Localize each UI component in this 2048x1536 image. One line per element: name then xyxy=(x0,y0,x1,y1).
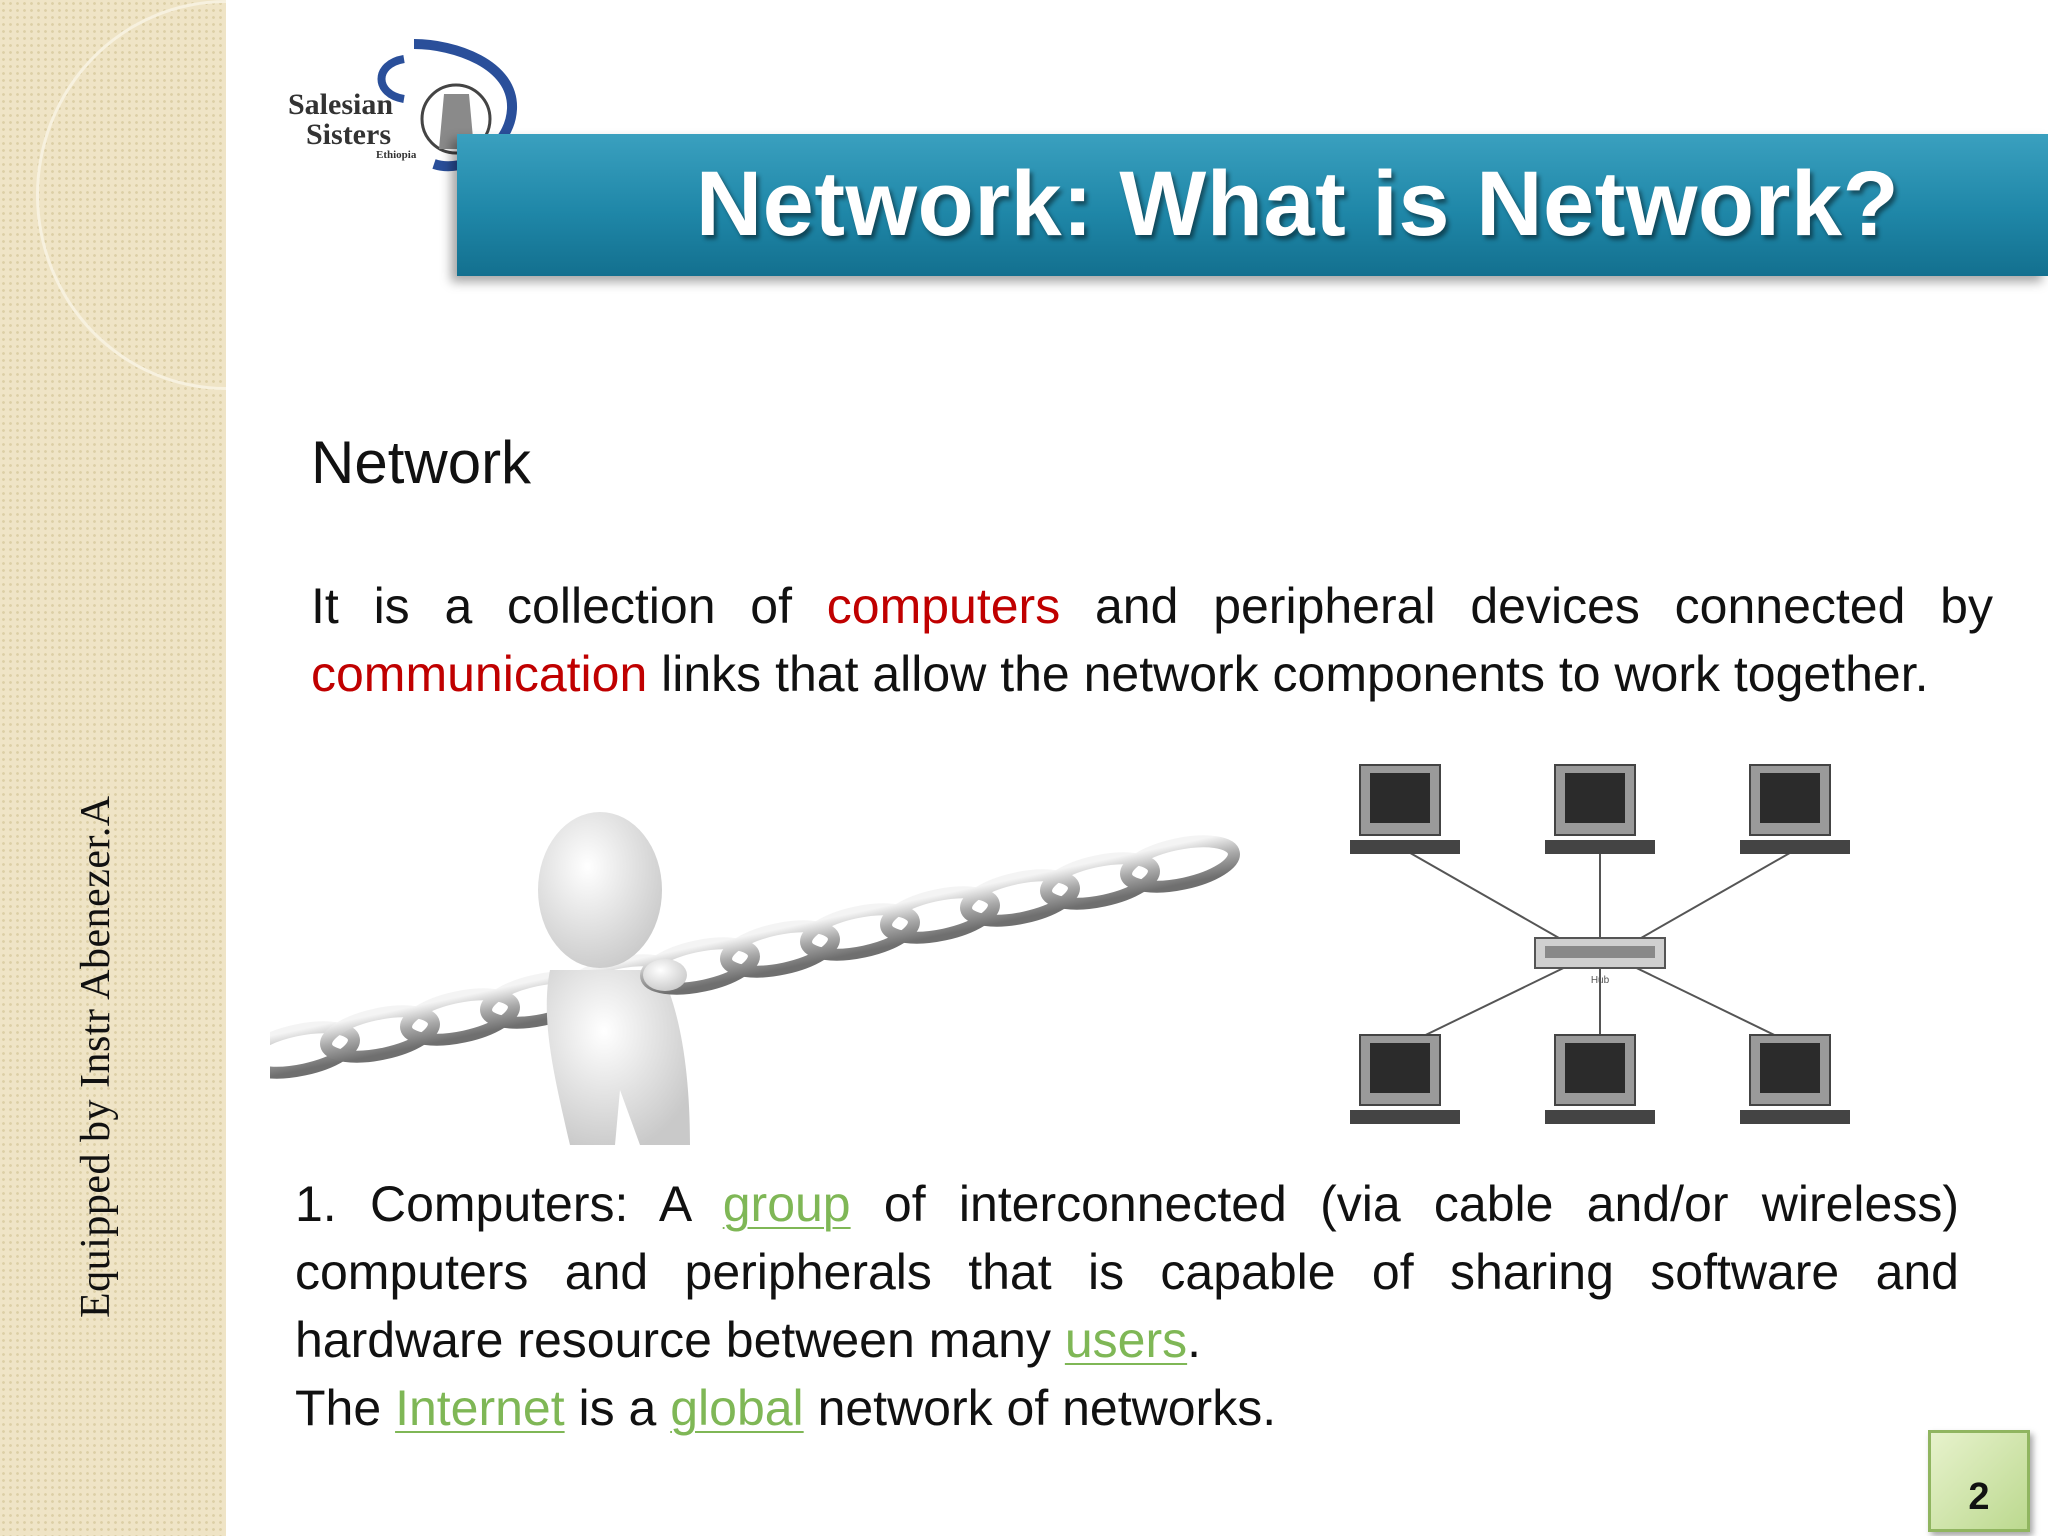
highlight-computers: computers xyxy=(826,578,1061,634)
svg-text:Salesian: Salesian xyxy=(288,88,393,121)
computer-icon xyxy=(1740,764,1850,854)
title-banner: Network: What is Network? xyxy=(457,134,2048,276)
paragraph-text: 1. Computers: A xyxy=(295,1176,723,1232)
definition-text: and peripheral devices connected by xyxy=(1060,578,1993,634)
definition-text: links that allow the network components … xyxy=(647,646,1929,702)
computer-icon xyxy=(1545,1034,1655,1124)
computer-icon xyxy=(1350,764,1460,854)
paragraph-text: . xyxy=(1187,1312,1202,1368)
computer-icon xyxy=(1740,1034,1850,1124)
computers-paragraph: 1. Computers: A group of interconnected … xyxy=(295,1170,1959,1374)
computer-icon xyxy=(1350,1034,1460,1124)
svg-text:Sisters: Sisters xyxy=(306,118,391,151)
link-users[interactable]: users xyxy=(1064,1312,1188,1368)
section-heading: Network xyxy=(311,429,532,496)
link-global[interactable]: global xyxy=(670,1380,804,1436)
svg-text:Ethiopia: Ethiopia xyxy=(376,149,417,161)
star-network-diagram: Hub xyxy=(1350,764,1850,1124)
slide-title: Network: What is Network? xyxy=(695,153,1900,255)
definition-paragraph: It is a collection of computers and peri… xyxy=(311,572,1993,708)
salesian-sisters-logo: Salesian Sisters Ethiopia xyxy=(288,39,518,172)
link-internet[interactable]: Internet xyxy=(395,1380,565,1436)
definition-text: It is a collection of xyxy=(311,578,827,634)
paragraph-text: network of networks. xyxy=(803,1380,1277,1436)
computer-icon xyxy=(1545,764,1655,854)
author-credit: Equipped by Instr Abenezer.A xyxy=(73,795,119,1318)
hub-icon xyxy=(1534,937,1666,969)
internet-line: The Internet is a global network of netw… xyxy=(295,1374,1276,1442)
link-group[interactable]: group xyxy=(722,1176,851,1232)
svg-text:Hub: Hub xyxy=(1591,975,1610,986)
page-number-badge: 2 xyxy=(1928,1430,2030,1532)
sidebar-pattern: Equipped by Instr Abenezer.A xyxy=(0,0,226,1536)
chain-figure-image xyxy=(270,812,1240,1145)
highlight-communication: communication xyxy=(311,646,648,702)
paragraph-text: of interconnected (via cable and/or wire… xyxy=(295,1176,1959,1368)
paragraph-text: is a xyxy=(564,1380,671,1436)
paragraph-text: The xyxy=(295,1380,396,1436)
